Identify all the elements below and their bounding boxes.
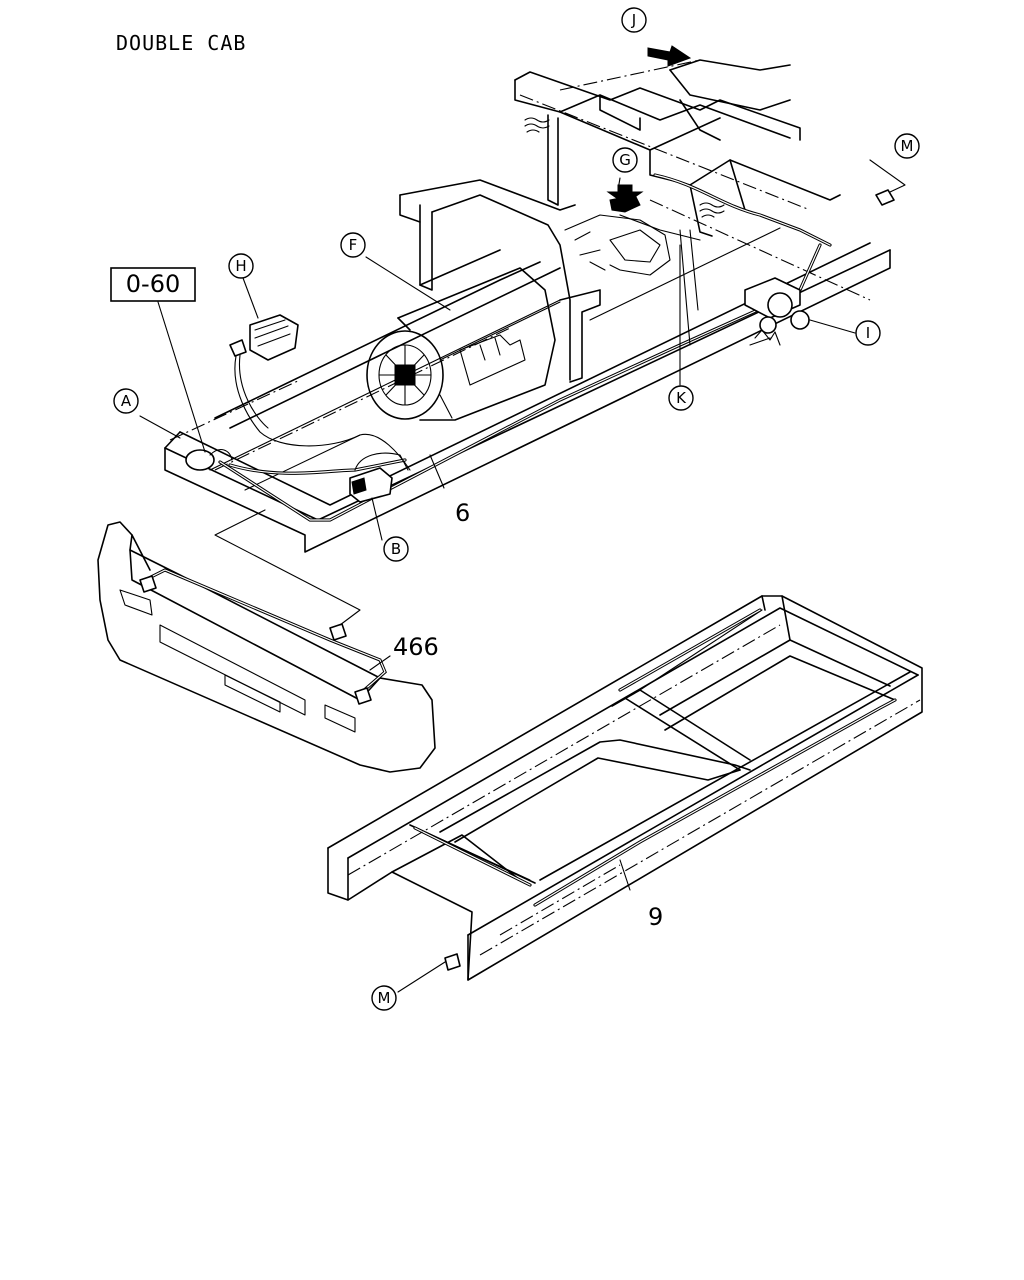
- svg-text:H: H: [235, 257, 246, 275]
- component-i: [744, 277, 810, 346]
- component-a: [185, 449, 233, 471]
- callout-b: B: [383, 536, 409, 562]
- callout-i: I: [855, 320, 881, 346]
- component-h: [229, 314, 411, 471]
- callout-k: K: [668, 385, 694, 411]
- leader-lines: [139, 177, 856, 993]
- svg-text:B: B: [391, 540, 401, 558]
- connector-m-top: [869, 159, 906, 206]
- callout-m-top: M: [894, 133, 920, 159]
- callout-g: G: [612, 147, 638, 173]
- main-wire-harness: [218, 173, 832, 522]
- svg-text:G: G: [619, 151, 631, 169]
- component-b: [349, 452, 409, 503]
- part-number-6: 6: [455, 499, 470, 527]
- diagram-title: DOUBLE CAB: [116, 31, 246, 55]
- svg-text:J: J: [631, 11, 636, 29]
- reference-lines: [169, 59, 871, 471]
- front-bumper: [97, 521, 436, 773]
- rear-chassis-frame: [327, 595, 923, 981]
- callout-m-bottom: M: [371, 985, 397, 1011]
- svg-text:M: M: [901, 137, 914, 155]
- svg-text:K: K: [676, 389, 687, 407]
- callout-a: A: [113, 388, 139, 414]
- part-number-9: 9: [648, 903, 663, 931]
- front-chassis-frame: [164, 59, 891, 553]
- svg-text:F: F: [349, 236, 358, 254]
- transmission-unit: [366, 267, 556, 421]
- svg-text:A: A: [121, 392, 132, 410]
- callout-j: J: [621, 7, 647, 33]
- callout-h: H: [228, 253, 254, 279]
- svg-text:M: M: [378, 989, 391, 1007]
- view-arrow-g: [606, 184, 644, 205]
- svg-text:I: I: [866, 324, 870, 342]
- reference-box-label: 0-60: [126, 270, 180, 298]
- rear-actuator-assembly: [564, 194, 671, 276]
- part-number-466: 466: [393, 633, 439, 661]
- callout-f: F: [340, 232, 366, 258]
- reference-box: 0-60: [110, 267, 196, 302]
- view-arrow-j: [647, 45, 692, 67]
